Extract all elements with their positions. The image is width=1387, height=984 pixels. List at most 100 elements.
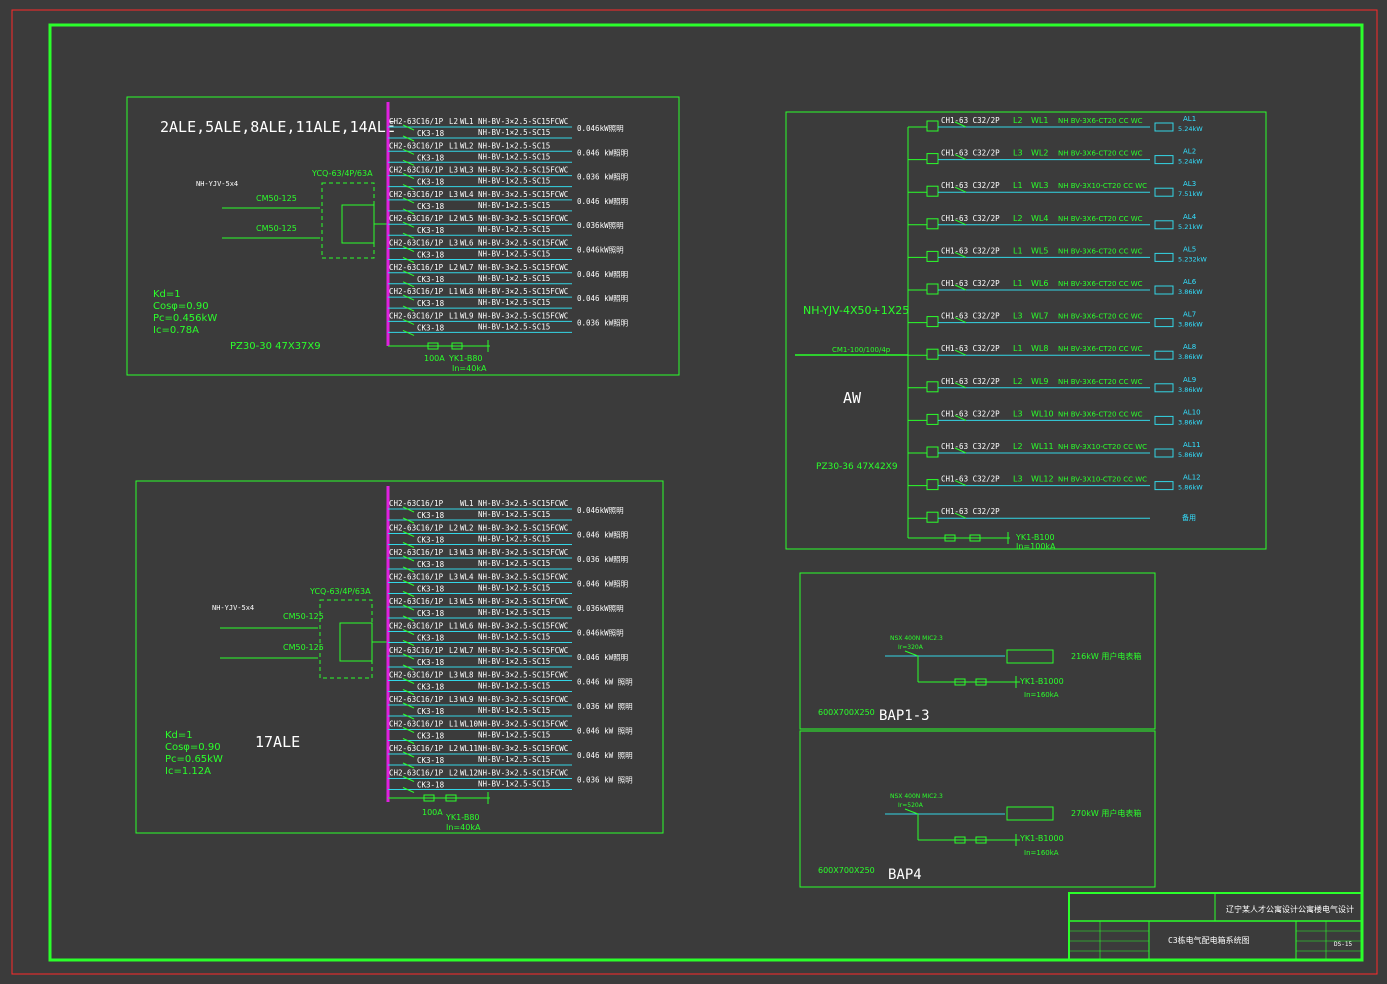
spd-model: YK1-B80: [448, 354, 483, 363]
sub-breaker-label: CK3-18: [417, 153, 445, 162]
breaker-contact: [954, 317, 967, 324]
sub-cable-label: NH-BV-1×2.5-SC15: [478, 535, 550, 544]
phase-label: L2: [1013, 116, 1023, 125]
drawing-title: C3栋电气配电箱系统图: [1168, 935, 1250, 945]
breaker-label: CH1-63 C32/2P: [941, 246, 1000, 255]
sub-breaker-label: CK3-18: [417, 781, 445, 790]
phase-label: L3: [1013, 409, 1023, 418]
panel-top-left: 2ALE,5ALE,8ALE,11ALE,14ALE NH-YJV-5x4 YC…: [126, 96, 680, 376]
sub-breaker-contact: [402, 184, 415, 191]
drawing-number: DS-15: [1334, 941, 1352, 948]
sub-breaker-contact: [402, 329, 415, 336]
drawing-frame: [48, 23, 1364, 962]
load-box: [1154, 318, 1174, 328]
breaker-label: CH2-63C16/1P: [389, 524, 444, 533]
destination-label: AL6: [1183, 278, 1197, 286]
breaker-label: CH1-63 C32/2P: [941, 214, 1000, 223]
load-box: [1154, 415, 1174, 425]
breaker-contact: [954, 349, 967, 356]
load-label: 0.046 kW 照明: [577, 727, 633, 736]
circuit-id: WL6: [460, 239, 474, 248]
sub-cable-label: NH-BV-1×2.5-SC15: [478, 510, 550, 519]
destination-label: AL10: [1183, 408, 1201, 416]
breaker-label: CH2-63C16/1P: [389, 720, 444, 729]
power-label: 5.232kW: [1178, 255, 1207, 263]
rcd-symbol: [926, 283, 939, 295]
cable-label: NH BV-3X10-CT20 CC WC: [1058, 443, 1147, 451]
breaker-label: CH1-63 C32/2P: [941, 344, 1000, 353]
load-box: [1154, 285, 1174, 295]
breaker-label: CH2-63C16/1P: [389, 744, 444, 753]
breaker-contact: [402, 270, 415, 277]
rcd-symbol: [926, 381, 939, 393]
rcd-symbol: [926, 120, 939, 132]
breaker-contact: [954, 512, 967, 519]
sub-breaker-label: CK3-18: [417, 756, 445, 765]
breaker-label: CH2-63C16/1P: [389, 239, 444, 248]
destination-label: AL11: [1183, 441, 1201, 449]
breaker-b-label: CM50-125: [283, 643, 324, 652]
rcd-symbol: [926, 218, 939, 230]
sub-breaker-contact: [402, 566, 415, 573]
sub-breaker-contact: [402, 281, 415, 288]
load-label: 0.046 kW照明: [577, 653, 628, 662]
circuit-id: WL5: [460, 214, 474, 223]
sheet-border: [11, 9, 1378, 975]
power-label: 5.21kW: [1178, 223, 1203, 231]
breaker-label: CH1-63 C32/2P: [941, 279, 1000, 288]
cable-label: NH-BV-3×2.5-SC15FCWC: [478, 214, 568, 223]
breaker-label: CH1-63 C32/2P: [941, 475, 1000, 484]
destination-label: AL4: [1183, 213, 1197, 221]
load-label: 0.046kW照明: [577, 629, 624, 638]
panel-title: AW: [843, 389, 862, 407]
rcd-symbol: [926, 479, 939, 491]
rcd-symbol: [926, 153, 939, 165]
circuit-id: WL5: [460, 597, 474, 606]
panel-title: 17ALE: [255, 733, 300, 751]
phase-label: L2: [449, 214, 458, 223]
cable-label: NH-BV-3×2.5-SC15FCWC: [478, 548, 568, 557]
phase-label: L1: [1013, 344, 1023, 353]
cable-label: NH-BV-3×2.5-SC15FCWC: [478, 287, 568, 296]
circuit-id: WL3: [460, 548, 474, 557]
breaker-contact: [954, 251, 967, 258]
breaker-contact: [402, 221, 415, 228]
phase-label: L3: [449, 239, 458, 248]
spd-rating: 100A: [422, 808, 443, 817]
breaker-label: CH1-63 C32/2P: [941, 442, 1000, 451]
load-label: 0.046kW照明: [577, 124, 624, 133]
breaker-contact: [402, 506, 415, 513]
power-label: 3.86kW: [1178, 418, 1203, 426]
circuit-id: WL1: [1031, 116, 1048, 125]
load-label: 0.046 kW 照明: [577, 678, 633, 687]
phase-label: L1: [449, 141, 458, 150]
sub-cable-label: NH-BV-1×2.5-SC15: [478, 274, 550, 283]
cable-label: NH-BV-3×2.5-SC15FCWC: [478, 769, 568, 778]
breaker-contact: [402, 653, 415, 660]
enclosure-label: 600X700X250: [818, 866, 875, 875]
load-box: [1154, 383, 1174, 393]
rcd-symbol: [926, 446, 939, 458]
phase-label: L1: [449, 311, 458, 320]
breaker-contact: [402, 702, 415, 709]
breaker-contact: [954, 382, 967, 389]
sub-breaker-label: CK3-18: [417, 609, 445, 618]
title-block: 辽宁某人才公寓设计公寓楼电气设计 C3栋电气配电箱系统图 DS-15: [1068, 892, 1363, 961]
sub-breaker-contact: [402, 689, 415, 695]
power-label: 3.86kW: [1178, 386, 1203, 394]
sub-cable-label: NH-BV-1×2.5-SC15: [478, 731, 550, 740]
circuit-id: WL8: [1031, 344, 1048, 353]
cable-label: NH-BV-3×2.5-SC15FCWC: [478, 263, 568, 272]
breaker-contact: [402, 751, 415, 758]
phase-label: L2: [449, 524, 458, 533]
param-ic: Ic=1.12A: [165, 766, 211, 777]
rcd-symbol: [926, 185, 939, 197]
sub-breaker-contact: [402, 640, 415, 646]
cable-label: NH-BV-3×2.5-SC15FCWC: [478, 190, 568, 199]
param-pc: Pc=0.65kW: [165, 754, 223, 765]
sub-breaker-label: CK3-18: [417, 560, 445, 569]
rcd-symbol: [926, 348, 939, 360]
